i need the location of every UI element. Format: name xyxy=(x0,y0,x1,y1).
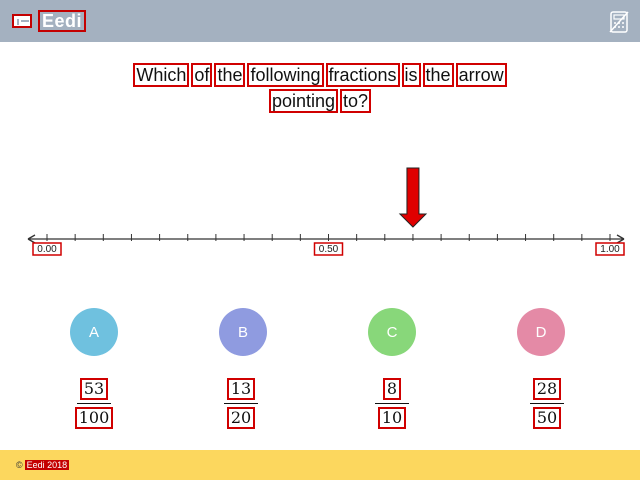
fraction-bar xyxy=(77,403,111,404)
tick-label: 0.50 xyxy=(319,244,339,255)
eedi-logo-icon xyxy=(12,14,32,28)
copyright-text: Eedi 2018 xyxy=(24,460,70,470)
question-word: the xyxy=(214,63,246,87)
tick-label: 0.00 xyxy=(37,244,57,255)
question-word: pointing xyxy=(268,89,339,113)
tick-label-box xyxy=(32,242,62,256)
copyright-symbol: © xyxy=(16,460,23,470)
fraction-bar xyxy=(224,403,258,404)
question-word: to? xyxy=(340,89,372,113)
copyright: © Eedi 2018 xyxy=(16,460,70,470)
tick-label-box xyxy=(313,242,344,256)
tick-label-box xyxy=(595,242,625,256)
denominator: 10 xyxy=(377,407,407,429)
fraction-bar xyxy=(375,403,409,404)
number-line: 0.00 0.50 1.00 xyxy=(27,167,625,256)
numerator: 8 xyxy=(382,378,402,400)
question-word: arrow xyxy=(455,63,507,87)
question-word: is xyxy=(401,63,421,87)
fraction-c: 8 10 xyxy=(362,378,422,429)
choice-d-button[interactable]: D xyxy=(517,308,565,356)
brand-name: Eedi xyxy=(38,10,87,32)
brand: Eedi xyxy=(12,10,87,32)
fraction-d: 28 50 xyxy=(517,378,577,429)
question-word: fractions xyxy=(325,63,400,87)
choice-c-button[interactable]: C xyxy=(368,308,416,356)
denominator: 20 xyxy=(226,407,256,429)
numerator: 13 xyxy=(226,378,256,400)
question-word: following xyxy=(247,63,324,87)
choice-letter: C xyxy=(386,323,398,341)
choice-letter: A xyxy=(88,323,99,341)
numerator: 53 xyxy=(79,378,109,400)
footer: © Eedi 2018 xyxy=(0,450,640,480)
denominator: 100 xyxy=(74,407,114,429)
question-word: the xyxy=(422,63,454,87)
pointer-arrow xyxy=(398,167,428,228)
choice-letter: B xyxy=(237,323,248,341)
calculator-icon xyxy=(609,11,629,33)
choice-a-button[interactable]: A xyxy=(70,308,118,356)
question-word: Which xyxy=(133,63,190,87)
numerator: 28 xyxy=(532,378,562,400)
fraction-bar xyxy=(530,403,564,404)
fraction-b: 13 20 xyxy=(211,378,271,429)
top-bar: Eedi xyxy=(0,0,640,42)
question-word: of xyxy=(191,63,213,87)
tick-label: 1.00 xyxy=(600,244,620,255)
denominator: 50 xyxy=(532,407,562,429)
choice-letter: D xyxy=(535,323,547,341)
choice-b-button[interactable]: B xyxy=(219,308,267,356)
fraction-a: 53 100 xyxy=(64,378,124,429)
calculator-button[interactable] xyxy=(608,10,630,34)
